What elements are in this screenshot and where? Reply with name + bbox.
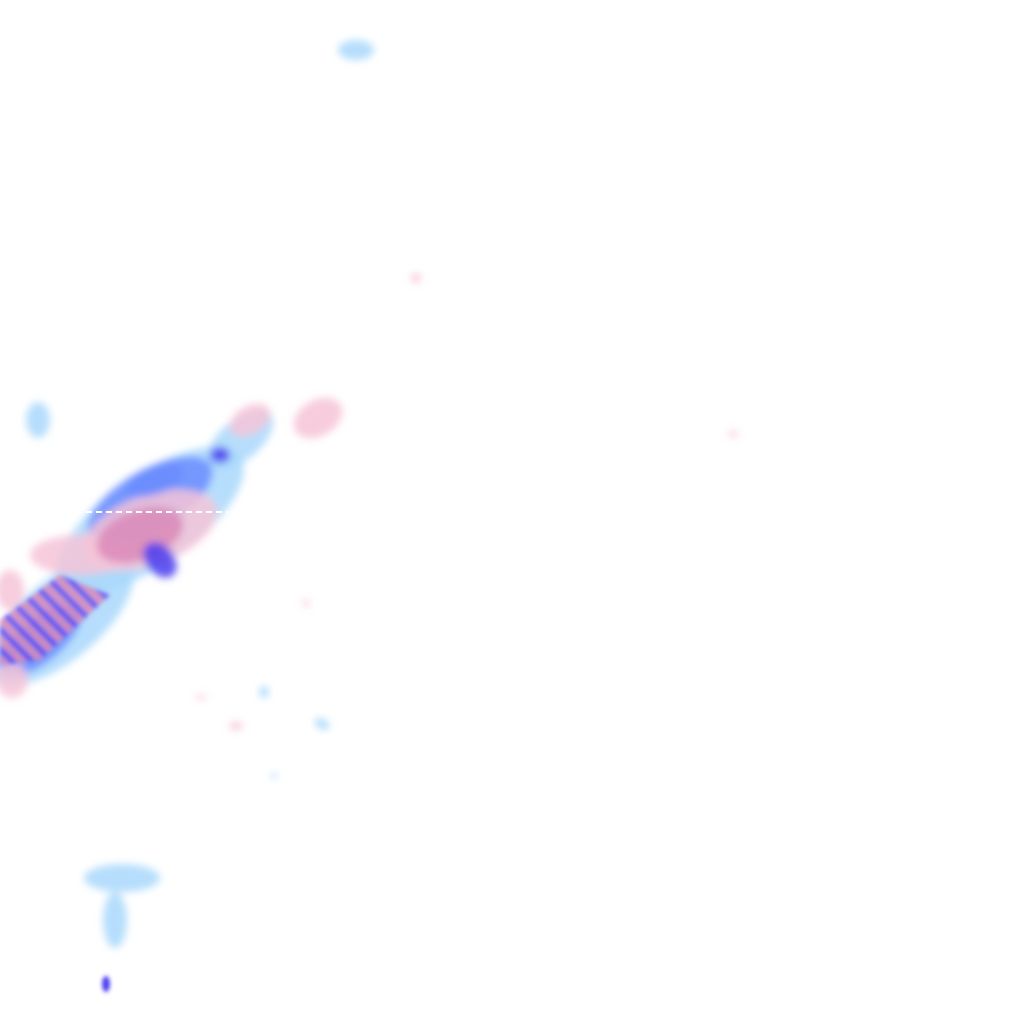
- precip-cell: [195, 695, 207, 699]
- precip-cell: [84, 864, 160, 892]
- precip-cell: [0, 662, 28, 698]
- heavy-precip-band: [0, 575, 110, 665]
- precip-cell: [102, 976, 110, 992]
- precip-cell: [411, 273, 421, 283]
- precip-cell: [302, 600, 310, 606]
- precip-cell: [0, 570, 24, 610]
- precip-cell: [143, 542, 177, 578]
- precip-cell: [338, 40, 374, 60]
- precip-cell: [210, 447, 230, 463]
- precip-cell: [293, 397, 343, 439]
- precip-cell: [229, 722, 243, 730]
- precip-cell: [259, 686, 269, 698]
- precip-cell: [314, 718, 330, 730]
- precip-cell: [271, 773, 277, 779]
- precip-cell: [26, 402, 50, 438]
- precip-cell: [728, 431, 738, 437]
- precip-cell: [103, 892, 127, 948]
- precip-cell: [229, 403, 271, 437]
- precip-cell: [126, 463, 184, 497]
